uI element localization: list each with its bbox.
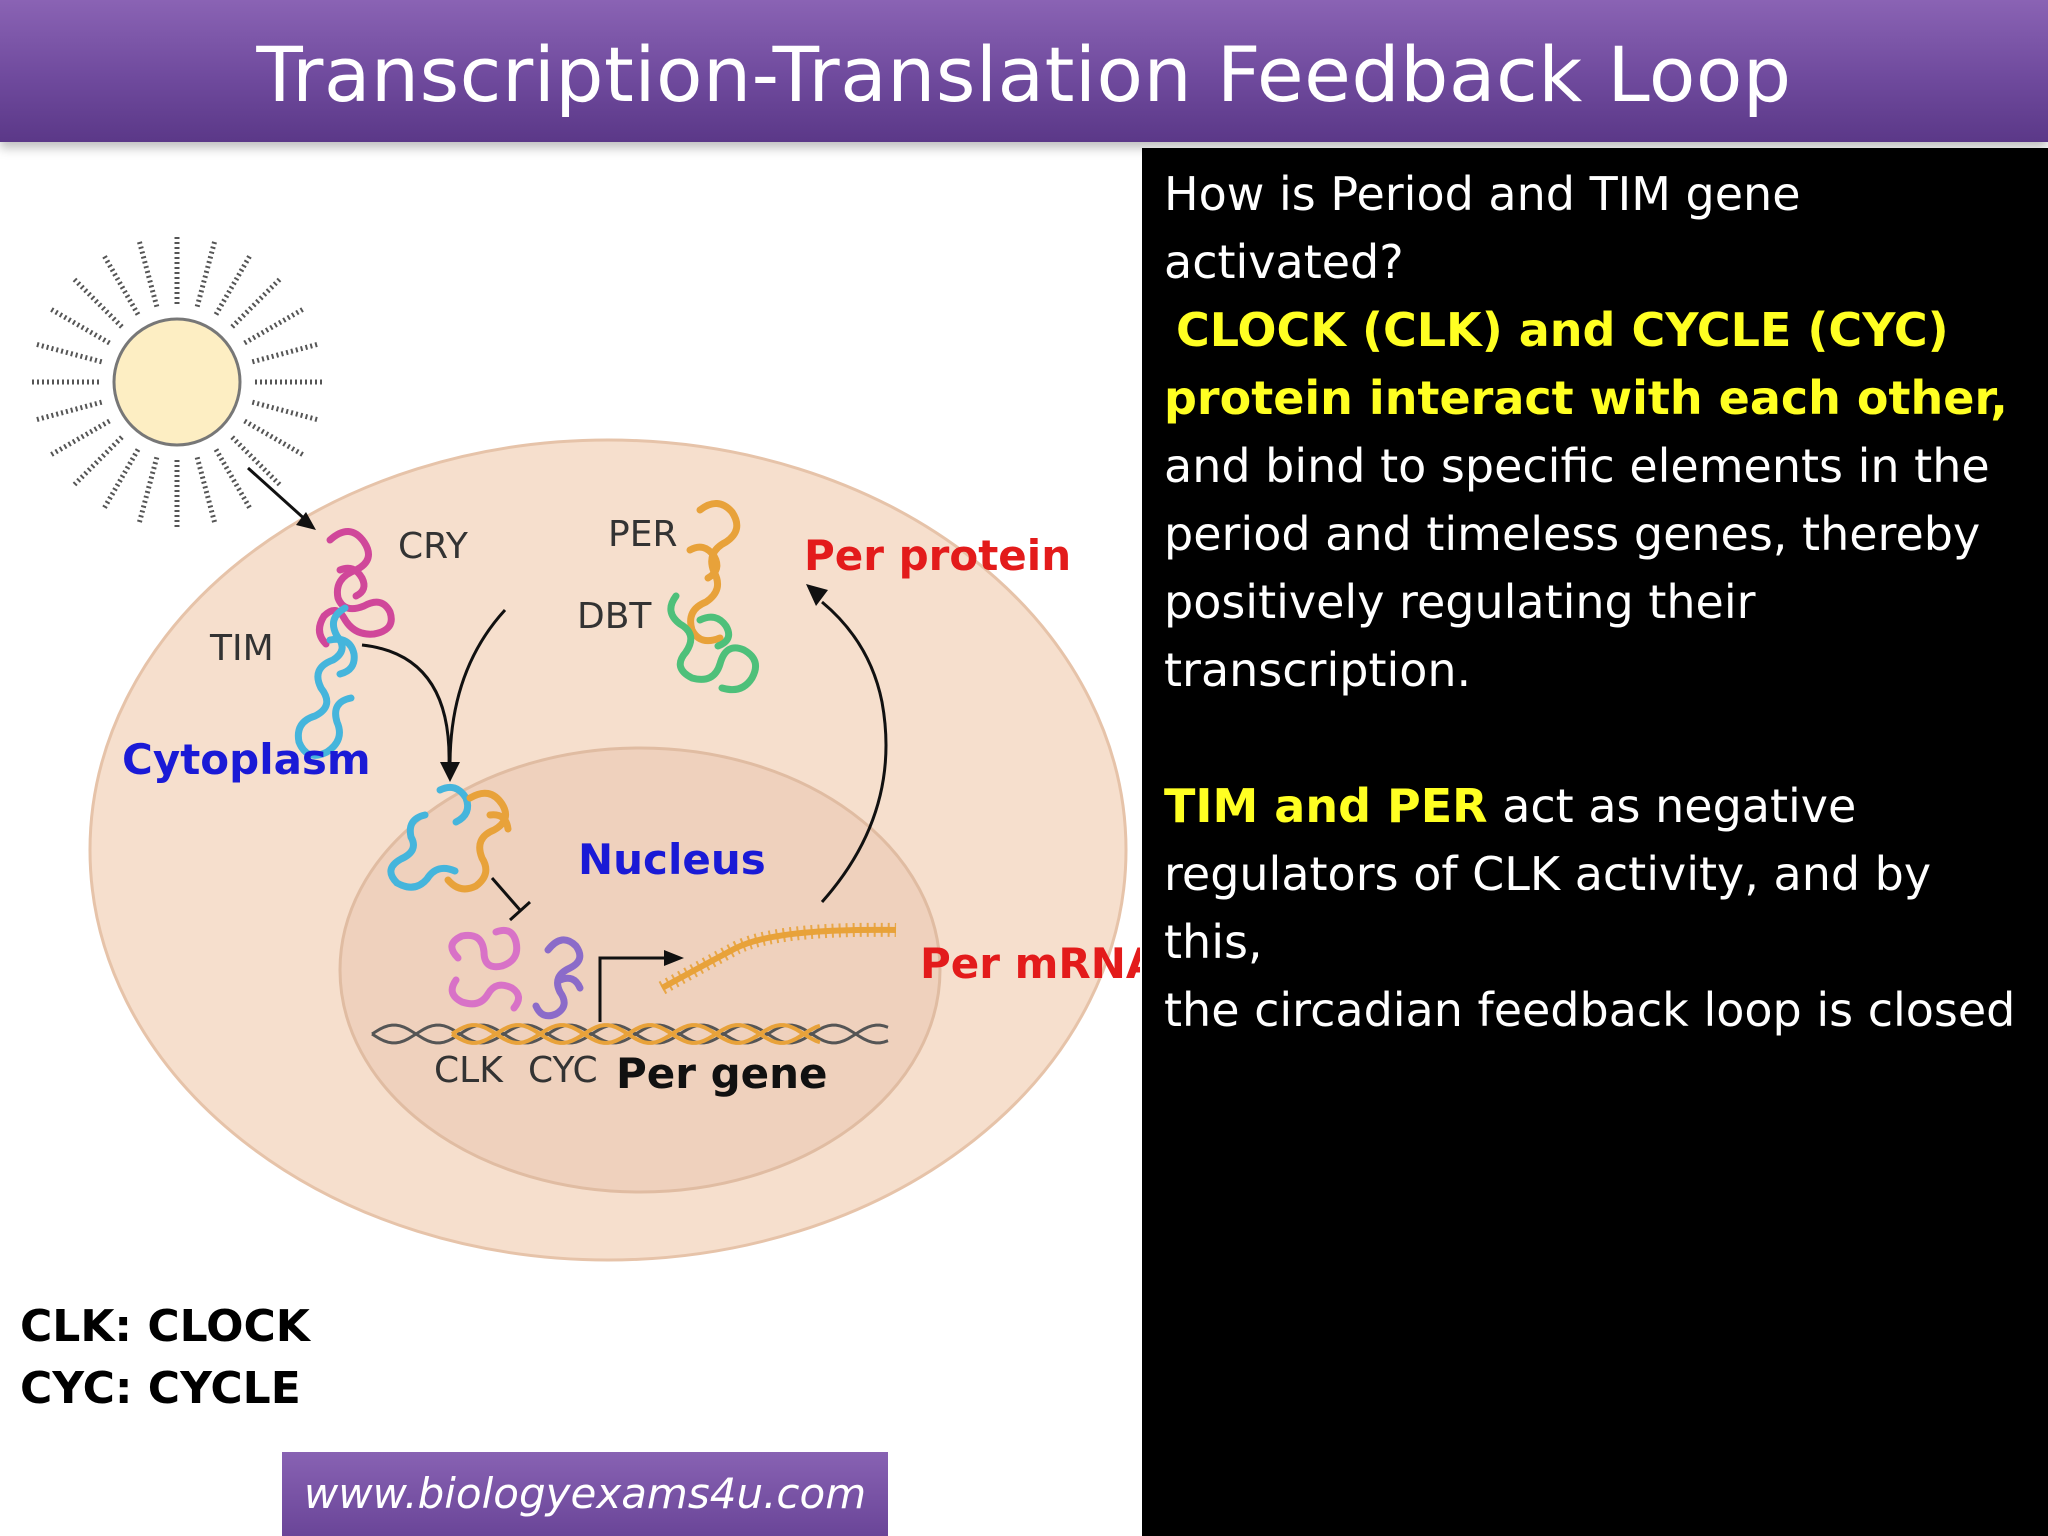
clk-protein [448,926,522,1012]
footer-url[interactable]: www.biologyexams4u.com [282,1452,888,1536]
light-arrow [246,466,316,530]
explanation-panel: How is Period and TIM gene activated? CL… [1142,148,2048,1536]
body-line-1: and bind to specific elements in the [1164,439,1990,493]
tim-per-highlight: TIM and PER [1164,779,1488,833]
cytoplasm-label: Cytoplasm [122,735,371,784]
nuclear-entry-arrow [361,608,507,782]
slide-title: Transcription-Translation Feedback Loop [256,30,1792,119]
negative-regulator-line-2: regulators of CLK activity, and by this, [1164,847,1932,969]
tim-protein [294,604,358,759]
cry-label: CRY [398,526,469,567]
question-line-1: How is Period and TIM gene [1164,167,1801,221]
question-line-2: activated? [1164,235,1404,289]
clk-label: CLK [434,1050,504,1091]
body-line-3: positively regulating their [1164,575,1756,629]
dna-helix [371,1023,889,1045]
circadian-diagram: CRY TIM PER DBT Cytoplasm Nucleus Per pr… [32,237,1140,1262]
cry-protein [316,528,395,648]
highlight-line-1: CLOCK (CLK) and CYCLE (CYC) [1176,303,1949,357]
tim-label: TIM [209,628,274,669]
transcription-start-arrow [598,950,684,1022]
tim-per-complex [387,783,512,893]
highlight-line-2: protein interact with each other, [1164,371,2008,425]
dbt-label: DBT [577,596,652,637]
negative-regulator-line-3: the circadian feedback loop is closed [1164,983,2016,1037]
per-protein-label: Per protein [804,531,1071,580]
explanation-text: How is Period and TIM gene activated? CL… [1164,160,2034,1044]
repression-arrow [490,877,532,922]
negative-regulator-text: act as negative [1487,779,1857,833]
body-line-4: transcription. [1164,643,1472,697]
per-mrna-strand [658,922,897,995]
legend-clk: CLK: CLOCK [20,1301,310,1352]
per-label: PER [608,514,677,555]
translation-arrow [806,584,888,903]
per-protein [686,500,741,645]
legend-cyc: CYC: CYCLE [20,1363,301,1414]
cyc-label: CYC [528,1050,598,1091]
nucleus [338,746,942,1194]
cyc-protein [532,936,584,1020]
nucleus-label: Nucleus [578,835,766,884]
abbreviation-legend: CLK: CLOCK CYC: CYCLE [20,1296,310,1420]
title-bar: Transcription-Translation Feedback Loop [0,0,2048,142]
per-gene-label: Per gene [616,1049,828,1098]
sun-icon [32,237,322,527]
body-line-2: period and timeless genes, thereby [1164,507,1981,561]
dbt-protein [667,592,760,694]
per-mrna-label: Per mRNA [920,939,1140,988]
negative-regulator-line-1: TIM and PER act as negative [1164,772,2034,840]
